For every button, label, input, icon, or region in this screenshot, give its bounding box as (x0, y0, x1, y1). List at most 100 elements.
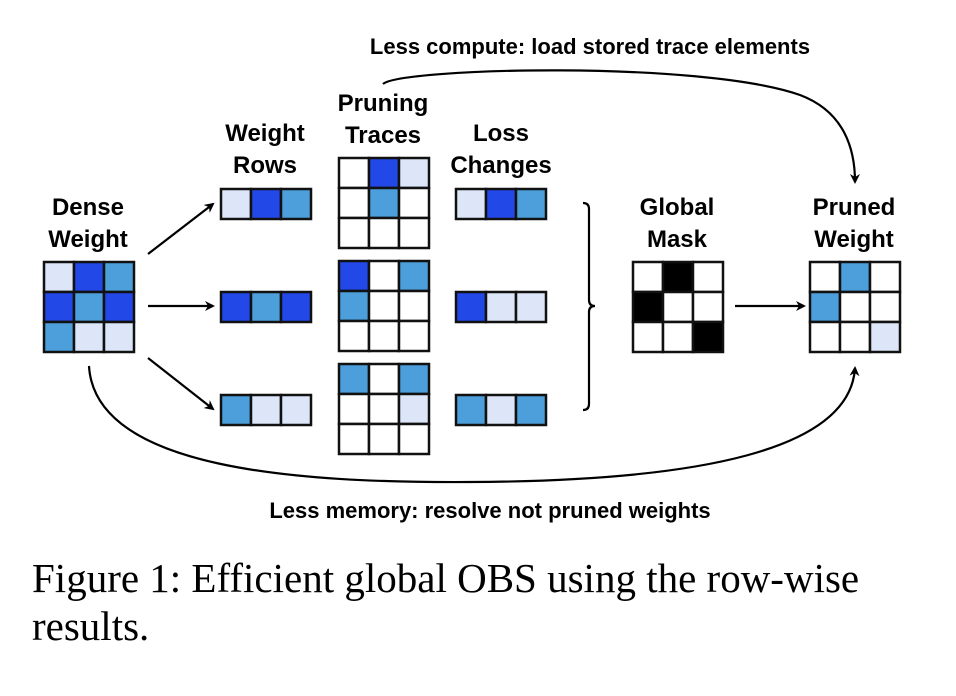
dense-weight-grid-cell (72, 260, 106, 294)
pruning-trace-1-cell (337, 186, 371, 220)
pruned-weight-grid (808, 260, 902, 354)
weight-row-1-cell (219, 187, 253, 221)
loss-change-row-2-cell (454, 290, 488, 324)
dense-weight-grid-cell (102, 290, 136, 324)
pruning-trace-2-cell (367, 319, 401, 353)
dense-weight-grid (42, 260, 136, 354)
weight-row-3-cell (279, 393, 313, 427)
label-pruning-traces: Pruning Traces (338, 90, 429, 149)
dense-weight-grid-cell (72, 320, 106, 354)
weight-row-2-cell (249, 290, 283, 324)
arrow-dense-to-row-1 (147, 202, 215, 255)
global-mask-grid-cell (691, 260, 725, 294)
pruning-trace-1-cell (367, 186, 401, 220)
svg-text:Mask: Mask (647, 226, 708, 253)
pruned-weight-grid-cell (808, 260, 842, 294)
label-global-mask: Global Mask (640, 194, 715, 253)
bottom-annotation: Less memory: resolve not pruned weights (269, 498, 710, 523)
pruning-trace-3-cell (397, 362, 431, 396)
pruned-weight-grid-cell (808, 290, 842, 324)
loss-change-row-1-cell (514, 187, 548, 221)
weight-row-3-cell (219, 393, 253, 427)
svg-text:Loss: Loss (473, 120, 529, 147)
pruning-trace-3-cell (397, 422, 431, 456)
weight-row-1-cell (279, 187, 313, 221)
global-mask-grid-cell (691, 320, 725, 354)
pruning-trace-3 (337, 362, 431, 456)
figure-caption: Figure 1: Efficient global OBS using the… (32, 555, 860, 649)
dense-weight-grid-cell (42, 290, 76, 324)
loss-change-row-3-cell (484, 393, 518, 427)
pruned-weight-grid-cell (838, 320, 872, 354)
weight-row-3-cell (249, 393, 283, 427)
loss-change-row-2-cell (514, 290, 548, 324)
label-dense-weight: Dense Weight (48, 194, 128, 253)
svg-text:Weight: Weight (814, 226, 894, 253)
global-mask-grid-cell (631, 260, 665, 294)
dense-weight-grid-cell (102, 320, 136, 354)
svg-text:Pruning: Pruning (338, 90, 429, 117)
pruned-weight-grid-cell (868, 260, 902, 294)
svg-text:Traces: Traces (345, 122, 421, 149)
pruning-trace-2-cell (397, 289, 431, 323)
pruning-trace-3-cell (337, 422, 371, 456)
weight-row-2 (219, 290, 313, 324)
pruned-weight-grid-cell (808, 320, 842, 354)
pruning-trace-3-cell (397, 392, 431, 426)
pruning-trace-3-cell (367, 422, 401, 456)
pruning-trace-1-cell (337, 216, 371, 250)
svg-text:Changes: Changes (450, 152, 551, 179)
svg-text:Dense: Dense (52, 194, 124, 221)
loss-change-row-1 (454, 187, 548, 221)
loss-change-row-1-cell (454, 187, 488, 221)
pruning-trace-3-cell (337, 362, 371, 396)
svg-text:Rows: Rows (233, 152, 297, 179)
pruning-trace-2-cell (397, 259, 431, 293)
global-mask-grid-cell (661, 320, 695, 354)
arrow-dense-to-row-3 (147, 357, 215, 411)
global-mask-grid-cell (661, 260, 695, 294)
weight-row-2-cell (279, 290, 313, 324)
pruning-trace-2-cell (367, 259, 401, 293)
brace-icon (582, 201, 596, 412)
loss-change-row-2-cell (484, 290, 518, 324)
pruned-weight-grid-cell (868, 290, 902, 324)
arrow-less-compute (382, 69, 860, 184)
weight-row-3 (219, 393, 313, 427)
pruning-trace-2-cell (397, 319, 431, 353)
pruning-trace-1-cell (397, 156, 431, 190)
svg-text:Pruned: Pruned (813, 194, 896, 221)
loss-change-row-3-cell (454, 393, 488, 427)
weight-row-2-cell (219, 290, 253, 324)
pruning-trace-3-cell (367, 362, 401, 396)
pruning-trace-1-cell (367, 156, 401, 190)
pruning-trace-1-cell (397, 216, 431, 250)
weight-row-1 (219, 187, 313, 221)
pruning-trace-2 (337, 259, 431, 353)
pruning-trace-2-cell (337, 289, 371, 323)
svg-text:Global: Global (640, 194, 715, 221)
loss-change-row-3 (454, 393, 548, 427)
pruned-weight-grid-cell (838, 290, 872, 324)
pruning-trace-2-cell (337, 319, 371, 353)
dense-weight-grid-cell (42, 260, 76, 294)
arrow-less-memory (87, 365, 860, 484)
loss-change-row-1-cell (484, 187, 518, 221)
pruning-trace-1 (337, 156, 431, 250)
loss-change-row-2 (454, 290, 548, 324)
pruning-trace-3-cell (367, 392, 401, 426)
pruning-trace-2-cell (337, 259, 371, 293)
pruning-trace-1-cell (337, 156, 371, 190)
label-loss-changes: Loss Changes (450, 120, 551, 179)
pruning-trace-2-cell (367, 289, 401, 323)
obs-diagram: Less compute: load stored trace elements… (42, 34, 902, 523)
top-annotation: Less compute: load stored trace elements (370, 34, 810, 59)
dense-weight-grid-cell (42, 320, 76, 354)
pruning-trace-3-cell (337, 392, 371, 426)
svg-text:Weight: Weight (225, 120, 305, 147)
pruned-weight-grid-cell (868, 320, 902, 354)
dense-weight-grid-cell (102, 260, 136, 294)
dense-weight-grid-cell (72, 290, 106, 324)
global-mask-grid-cell (691, 290, 725, 324)
global-mask-grid-cell (631, 290, 665, 324)
